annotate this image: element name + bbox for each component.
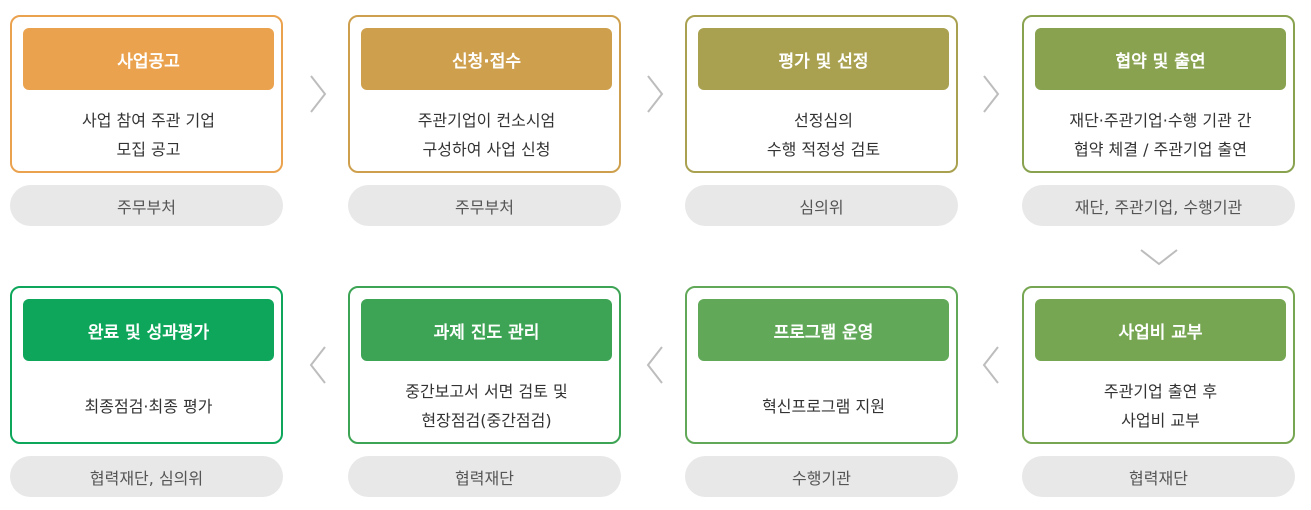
step-actor: 협력재단 [1022, 456, 1295, 497]
step-card: 사업비 교부 주관기업 출연 후 사업비 교부 [1022, 286, 1295, 444]
step-description-line: 재단·주관기업·수행 기관 간 [1069, 111, 1252, 130]
step-description-line: 주관기업이 컨소시엄 [417, 111, 556, 130]
step-actor: 심의위 [685, 185, 958, 226]
step-description-line: 사업비 교부 [1121, 411, 1200, 430]
step-description-line: 최종점검·최종 평가 [84, 396, 213, 416]
step-title: 완료 및 성과평가 [23, 299, 274, 361]
step-card: 사업공고 사업 참여 주관 기업 모집 공고 [10, 15, 283, 173]
step-actor: 협력재단 [348, 456, 621, 497]
step-description-line: 사업 참여 주관 기업 [81, 111, 216, 130]
arrow-right-icon [303, 72, 333, 116]
step-description: 주관기업 출연 후 사업비 교부 [1030, 372, 1291, 440]
step-card: 완료 및 성과평가 최종점검·최종 평가 [10, 286, 283, 444]
arrow-down-icon [1137, 243, 1181, 273]
step-description: 최종점검·최종 평가 [18, 372, 279, 440]
step-description-line: 협약 체결 / 주관기업 출연 [1074, 140, 1247, 159]
step-title: 사업공고 [23, 28, 274, 90]
step-title: 협약 및 출연 [1035, 28, 1286, 90]
step-actor: 주무부처 [10, 185, 283, 226]
arrow-right-icon [640, 72, 670, 116]
step-title: 평가 및 선정 [698, 28, 949, 90]
step-description: 선정심의 수행 적정성 검토 [693, 101, 954, 169]
step-description-line: 현장점검(중간점검) [421, 411, 552, 430]
arrow-left-icon [640, 343, 670, 387]
step-title: 프로그램 운영 [698, 299, 949, 361]
step-card: 프로그램 운영 혁신프로그램 지원 [685, 286, 958, 444]
step-description: 중간보고서 서면 검토 및 현장점검(중간점검) [356, 372, 617, 440]
step-card: 과제 진도 관리 중간보고서 서면 검토 및 현장점검(중간점검) [348, 286, 621, 444]
step-description-line: 수행 적정성 검토 [766, 140, 881, 159]
arrow-left-icon [303, 343, 333, 387]
step-description: 사업 참여 주관 기업 모집 공고 [18, 101, 279, 169]
step-description: 혁신프로그램 지원 [693, 372, 954, 440]
step-card: 협약 및 출연 재단·주관기업·수행 기관 간 협약 체결 / 주관기업 출연 [1022, 15, 1295, 173]
arrow-left-icon [976, 343, 1006, 387]
step-description-line: 구성하여 사업 신청 [422, 140, 551, 159]
step-card: 신청·접수 주관기업이 컨소시엄 구성하여 사업 신청 [348, 15, 621, 173]
step-description-line: 혁신프로그램 지원 [762, 396, 885, 416]
step-description-line: 주관기업 출연 후 [1103, 382, 1218, 401]
step-description: 주관기업이 컨소시엄 구성하여 사업 신청 [356, 101, 617, 169]
step-description-line: 모집 공고 [116, 140, 181, 159]
step-actor: 재단, 주관기업, 수행기관 [1022, 185, 1295, 226]
step-description-line: 중간보고서 서면 검토 및 [405, 382, 568, 401]
arrow-right-icon [976, 72, 1006, 116]
step-card: 평가 및 선정 선정심의 수행 적정성 검토 [685, 15, 958, 173]
step-description-line: 선정심의 [794, 111, 853, 130]
step-description: 재단·주관기업·수행 기관 간 협약 체결 / 주관기업 출연 [1030, 101, 1291, 169]
step-actor: 주무부처 [348, 185, 621, 226]
step-title: 사업비 교부 [1035, 299, 1286, 361]
step-actor: 수행기관 [685, 456, 958, 497]
step-actor: 협력재단, 심의위 [10, 456, 283, 497]
step-title: 과제 진도 관리 [361, 299, 612, 361]
step-title: 신청·접수 [361, 28, 612, 90]
